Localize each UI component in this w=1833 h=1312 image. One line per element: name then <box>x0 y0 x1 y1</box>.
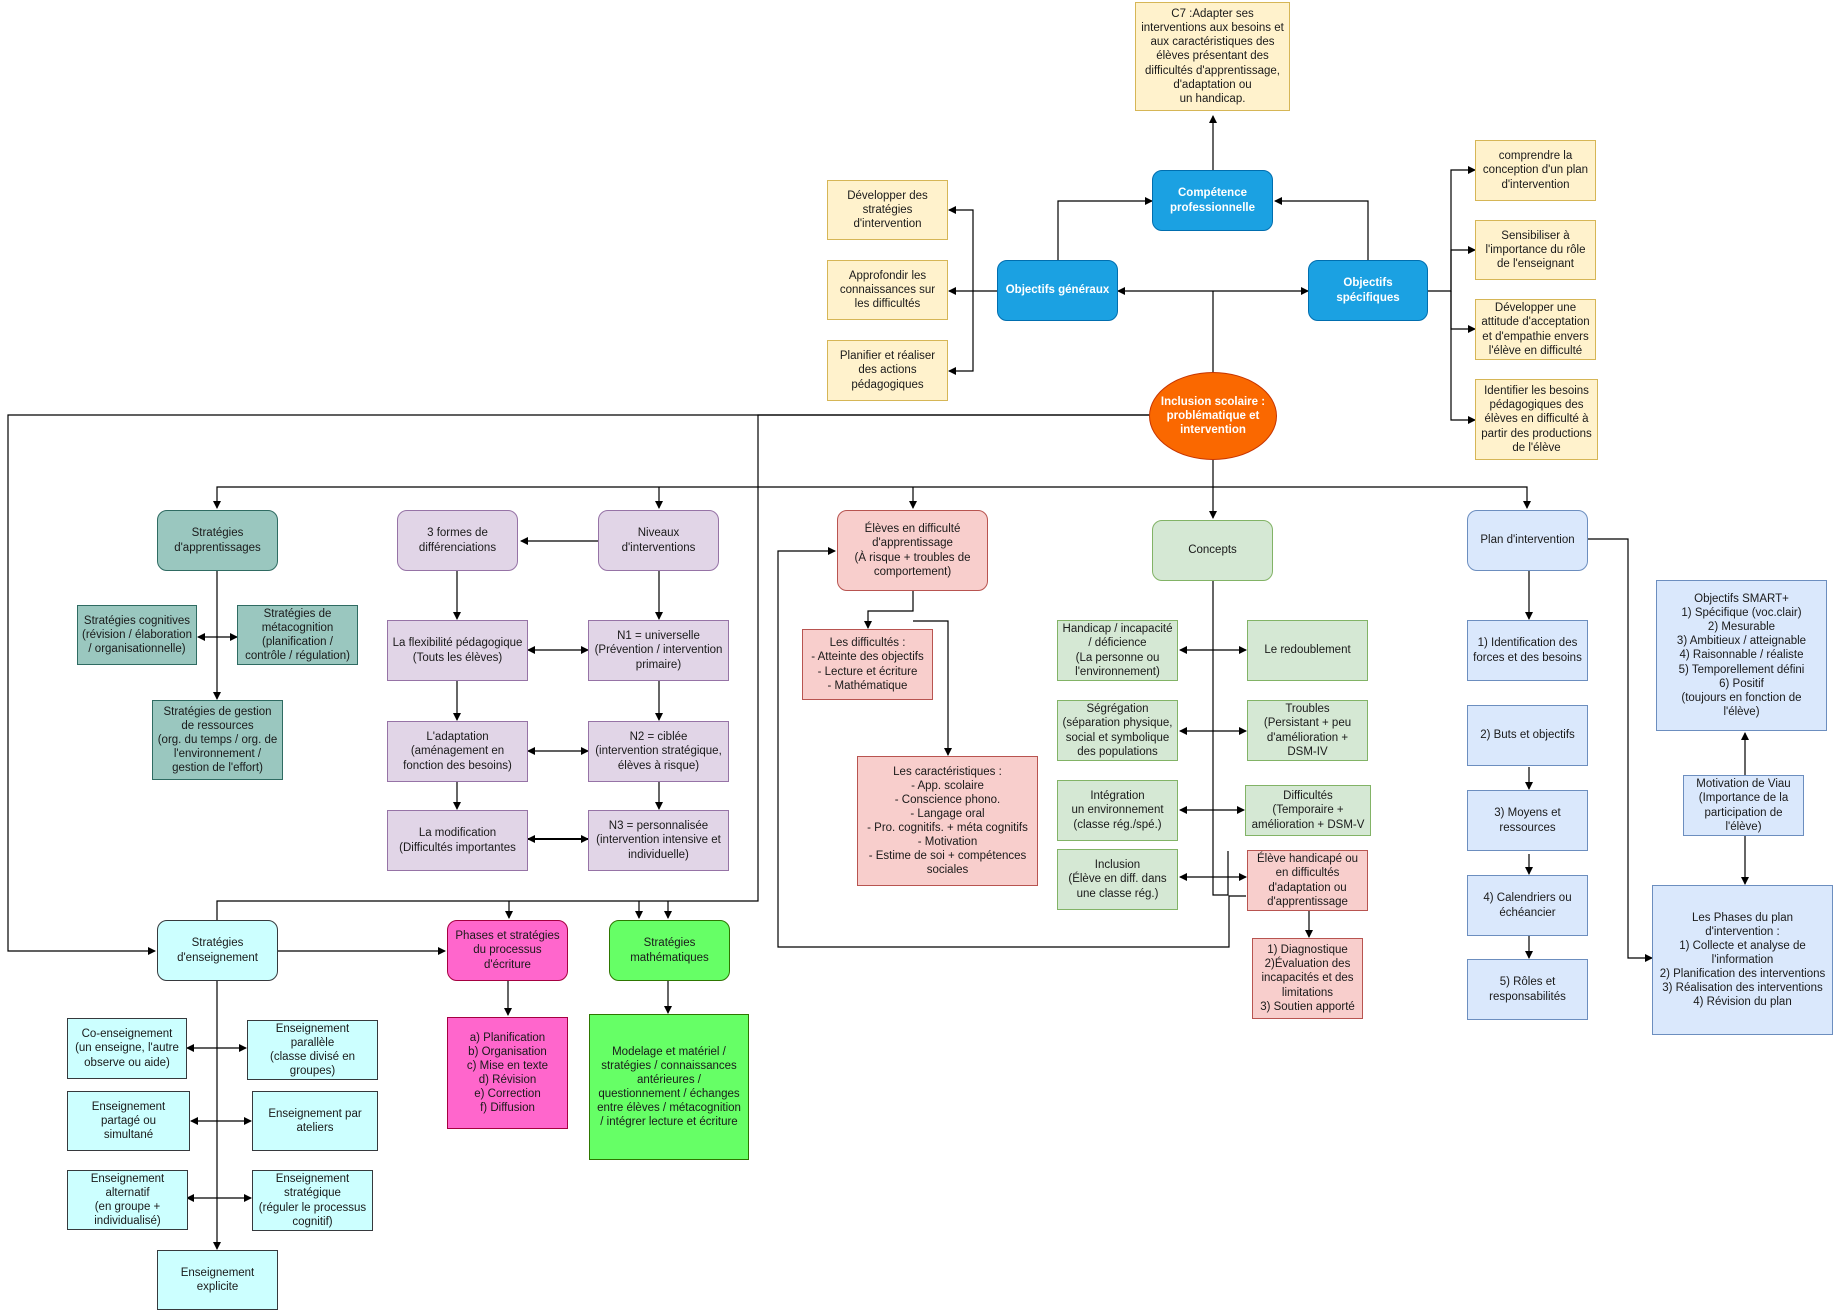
les-caracteristiques-box: Les caractéristiques : - App. scolaire -… <box>857 756 1038 886</box>
enseignement-partage-box: Enseignement partagé ou simultané <box>67 1091 190 1151</box>
difficultes-box: Difficultés (Temporaire + amélioration +… <box>1245 785 1371 836</box>
ecriture-etapes-box: a) Planification b) Organisation c) Mise… <box>447 1017 568 1129</box>
modification-box: La modification (Difficultés importantes <box>387 810 528 871</box>
strategies-apprentissages-node: Stratégies d'apprentissages <box>157 510 278 571</box>
strategies-mathematiques-node: Stratégies mathématiques <box>609 920 730 981</box>
troubles-box: Troubles (Persistant + peu d'amélioratio… <box>1247 700 1368 761</box>
objectifs-specifiques-node: Objectifs spécifiques <box>1308 260 1428 321</box>
connector <box>1057 197 1153 260</box>
strategies-gestion-ressources-box: Stratégies de gestion de ressources (org… <box>152 700 283 780</box>
moyens-ressources-box: 3) Moyens et ressources <box>1467 790 1588 851</box>
connector <box>216 414 1150 920</box>
planifier-actions-box: Planifier et réaliser des actions pédago… <box>827 340 948 401</box>
strategies-metacognition-box: Stratégies de métacognition (planificati… <box>237 605 358 665</box>
buts-objectifs-box: 2) Buts et objectifs <box>1467 705 1588 766</box>
connector <box>1212 580 1229 896</box>
flexibilite-pedagogique-box: La flexibilité pédagogique (Touts les él… <box>387 620 528 681</box>
calendriers-box: 4) Calendriers ou échéancier <box>1467 875 1588 936</box>
formes-differenciation-node: 3 formes de différenciations <box>397 510 518 571</box>
strategies-enseignement-node: Stratégies d'enseignement <box>157 920 278 981</box>
les-difficultes-box: Les difficultés : - Atteinte des objecti… <box>802 629 933 700</box>
connector <box>1450 246 1476 291</box>
enseignement-explicite-box: Enseignement explicite <box>157 1250 278 1310</box>
connector <box>1213 486 1531 509</box>
motivation-viau-box: Motivation de Viau (Importance de la par… <box>1683 775 1804 836</box>
phases-plan-intervention-box: Les Phases du plan d'intervention : 1) C… <box>1652 885 1833 1035</box>
connector <box>1450 291 1476 424</box>
concepts-node: Concepts <box>1152 520 1273 581</box>
identification-forces-box: 1) Identification des forces et des beso… <box>1467 620 1588 681</box>
math-strategies-box: Modelage et matériel / stratégies / conn… <box>589 1014 749 1160</box>
enseignement-ateliers-box: Enseignement par ateliers <box>252 1091 378 1151</box>
attitude-acceptation-box: Développer une attitude d'acceptation et… <box>1475 299 1596 360</box>
inclusion-concept-box: Inclusion (Élève en diff. dans une class… <box>1057 849 1178 910</box>
comprendre-plan-box: comprendre la conception d'un plan d'int… <box>1475 140 1596 201</box>
connector <box>948 291 974 375</box>
connector <box>864 590 914 629</box>
connector <box>1588 538 1653 962</box>
integration-box: Intégration un environnement (classe rég… <box>1057 780 1178 841</box>
connector <box>913 620 952 756</box>
inclusion-scolaire-central-node: Inclusion scolaire : problématique et in… <box>1149 372 1277 460</box>
competence-professionnelle-node: Compétence professionnelle <box>1152 170 1273 231</box>
identifier-besoins-box: Identifier les besoins pédagogiques des … <box>1475 379 1598 460</box>
niveaux-interventions-node: Niveaux d'interventions <box>598 510 719 571</box>
sensibiliser-box: Sensibiliser à l'importance du rôle de l… <box>1475 220 1596 280</box>
connector <box>213 460 1214 509</box>
approfondir-connaissances-box: Approfondir les connaissances sur les di… <box>827 260 948 320</box>
c7-competency-box: C7 :Adapter ses interventions aux besoin… <box>1135 2 1290 111</box>
n2-ciblee-box: N2 = ciblée (intervention stratégique, é… <box>588 721 729 782</box>
co-enseignement-box: Co-enseignement (un enseigne, l'autre ob… <box>67 1018 187 1079</box>
developper-strategies-box: Développer des stratégies d'intervention <box>827 180 948 240</box>
objectifs-smart-box: Objectifs SMART+ 1) Spécifique (voc.clai… <box>1656 580 1827 731</box>
roles-responsabilites-box: 5) Rôles et responsabilités <box>1467 959 1588 1020</box>
strategies-cognitives-box: Stratégies cognitives (révision / élabor… <box>77 605 197 665</box>
connector <box>1428 166 1476 292</box>
plan-intervention-node: Plan d'intervention <box>1467 510 1588 571</box>
objectifs-generaux-node: Objectifs généraux <box>997 260 1118 321</box>
segregation-box: Ségrégation (séparation physique, social… <box>1057 700 1178 761</box>
connector <box>7 414 1150 955</box>
n3-personnalisee-box: N3 = personnalisée (intervention intensi… <box>588 810 729 871</box>
connector <box>1274 197 1369 260</box>
n1-universelle-box: N1 = universelle (Prévention / intervent… <box>588 620 729 681</box>
eleve-handicape-box: Élève handicapé ou en difficultés d'adap… <box>1247 850 1368 911</box>
redoublement-box: Le redoublement <box>1247 620 1368 681</box>
connector <box>1450 291 1476 333</box>
diagnostique-box: 1) Diagnostique 2)Évaluation des incapac… <box>1252 938 1363 1019</box>
enseignement-parallele-box: Enseignement parallèle (classe divisé en… <box>247 1020 378 1080</box>
connector <box>948 206 974 291</box>
handicap-box: Handicap / incapacité / déficience (La p… <box>1057 620 1178 681</box>
phases-ecriture-node: Phases et stratégies du processus d'écri… <box>447 920 568 981</box>
enseignement-alternatif-box: Enseignement alternatif (en groupe + ind… <box>67 1170 188 1230</box>
enseignement-strategique-box: Enseignement stratégique (réguler le pro… <box>252 1170 373 1231</box>
adaptation-box: L'adaptation (aménagement en fonction de… <box>387 721 528 782</box>
connector <box>777 547 1246 948</box>
eleves-difficulte-node: Élèves en difficulté d'apprentissage (À … <box>837 510 988 591</box>
